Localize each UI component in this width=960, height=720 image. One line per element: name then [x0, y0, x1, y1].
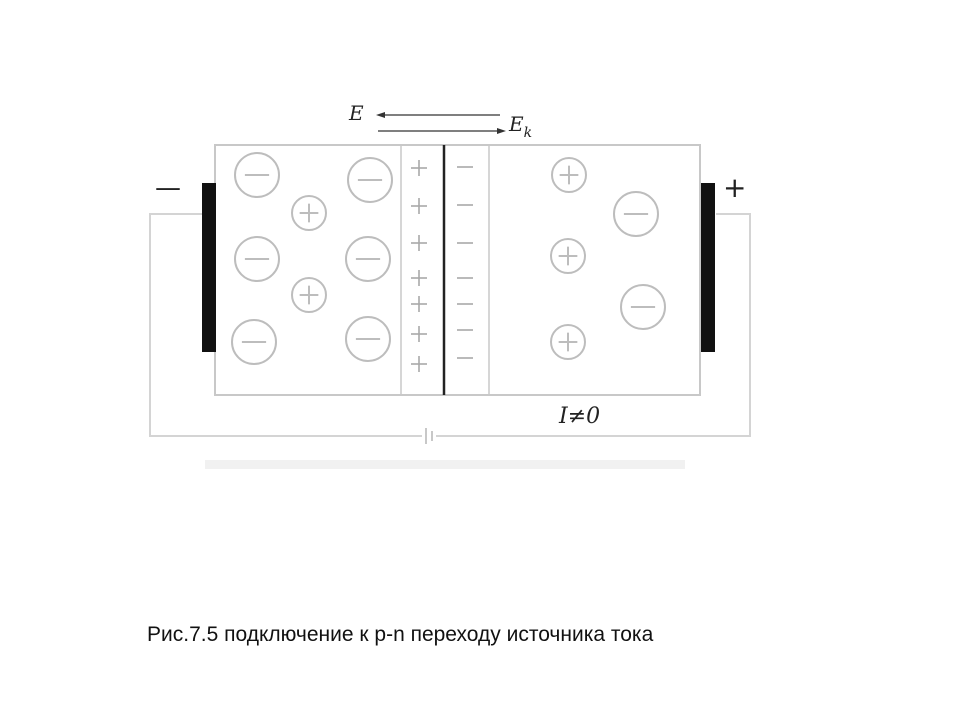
- fixed-positive-charge: [411, 326, 427, 342]
- fixed-positive-charge: [411, 270, 427, 286]
- positive-ion-icon: [550, 324, 586, 360]
- circuit-wire: [149, 213, 422, 437]
- current-label: I≠0: [558, 404, 600, 429]
- minus-terminal-label: —: [155, 173, 181, 203]
- negative-ion-icon: [347, 157, 393, 203]
- field-e-label: E: [348, 101, 364, 125]
- field-ek-arrow: [378, 128, 506, 134]
- field-ek-subscript: k: [524, 125, 532, 141]
- negative-ion-icon: [620, 284, 666, 330]
- field-e-arrow: [376, 112, 500, 118]
- depletion-positive-charges: [411, 160, 427, 372]
- positive-ion-icon: [550, 238, 586, 274]
- battery-icon: [425, 428, 433, 444]
- n-region-ions: [550, 157, 666, 360]
- faded-label-strip: [205, 460, 685, 469]
- circuit-wire-right: [436, 213, 751, 437]
- field-ek-main: E: [508, 112, 524, 136]
- positive-ion-icon: [291, 277, 327, 313]
- positive-ion-icon: [551, 157, 587, 193]
- left-electrode: [202, 183, 216, 352]
- negative-ion-icon: [234, 236, 280, 282]
- field-ek-label: Ek: [508, 112, 532, 141]
- right-electrode: [701, 183, 715, 352]
- fixed-positive-charge: [411, 356, 427, 372]
- p-region-ions: [231, 152, 393, 365]
- fixed-positive-charge: [411, 160, 427, 176]
- negative-ion-icon: [345, 236, 391, 282]
- depletion-negative-charges: [457, 166, 473, 359]
- negative-ion-icon: [234, 152, 280, 198]
- negative-ion-icon: [345, 316, 391, 362]
- figure-caption: Рис.7.5 подключение к p-n переходу источ…: [147, 623, 654, 646]
- fixed-positive-charge: [411, 296, 427, 312]
- fixed-positive-charge: [411, 235, 427, 251]
- negative-ion-icon: [613, 191, 659, 237]
- fixed-positive-charge: [411, 198, 427, 214]
- plus-terminal-label: +: [723, 171, 746, 204]
- negative-ion-icon: [231, 319, 277, 365]
- positive-ion-icon: [291, 195, 327, 231]
